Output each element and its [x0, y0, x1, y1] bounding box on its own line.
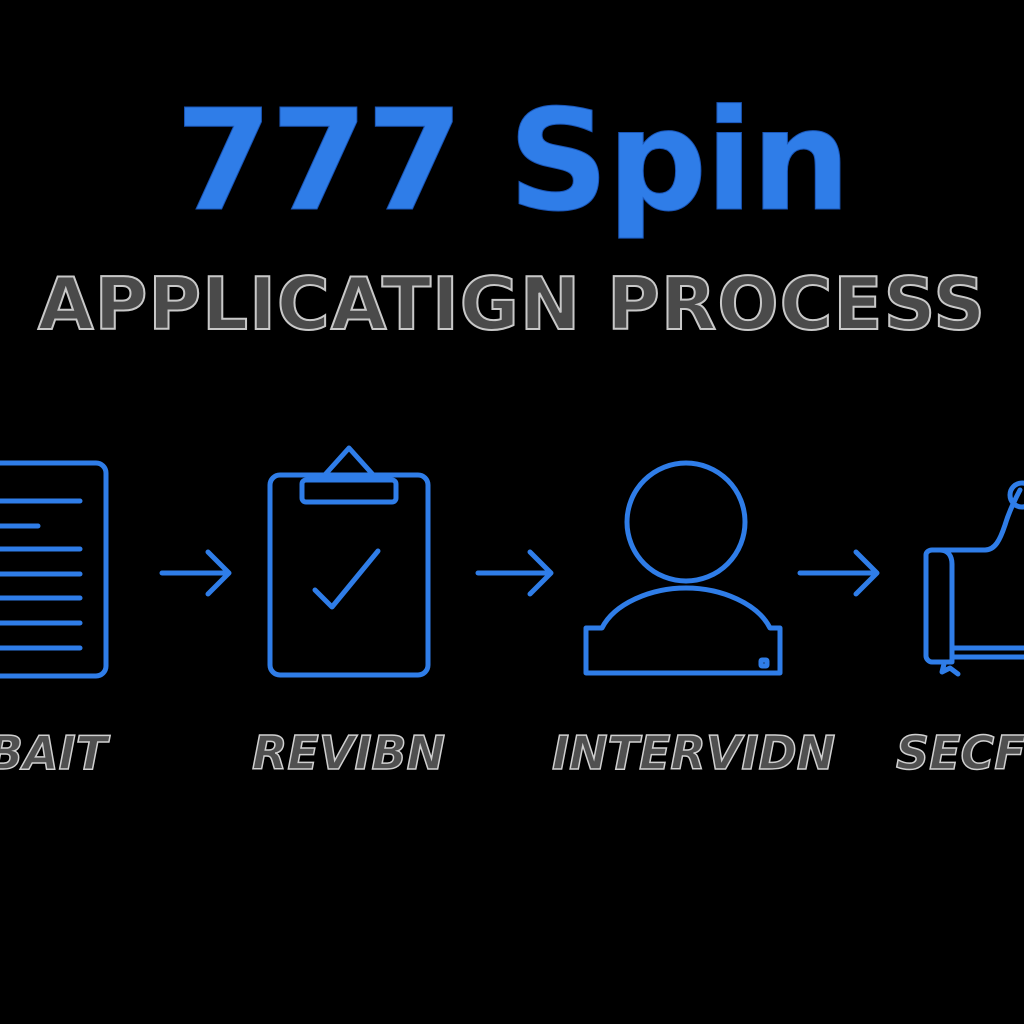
handshake-icon [923, 480, 1024, 677]
step-label-review: REVIBN [251, 726, 446, 780]
arrow-right-icon [797, 549, 880, 597]
clipboard-check-icon [267, 445, 431, 678]
user-icon [583, 460, 783, 676]
step-label-interview: INTERVIDN [551, 726, 836, 780]
page-subtitle: APPLICATIGN PROCESS [37, 262, 987, 346]
step-label-bait: BAIT [0, 726, 108, 780]
step-label-secure: SECFI [895, 726, 1024, 780]
document-icon [0, 460, 109, 679]
page-title: 777 Spin [175, 80, 852, 243]
arrow-right-icon [159, 549, 232, 597]
arrow-right-icon [475, 549, 554, 597]
